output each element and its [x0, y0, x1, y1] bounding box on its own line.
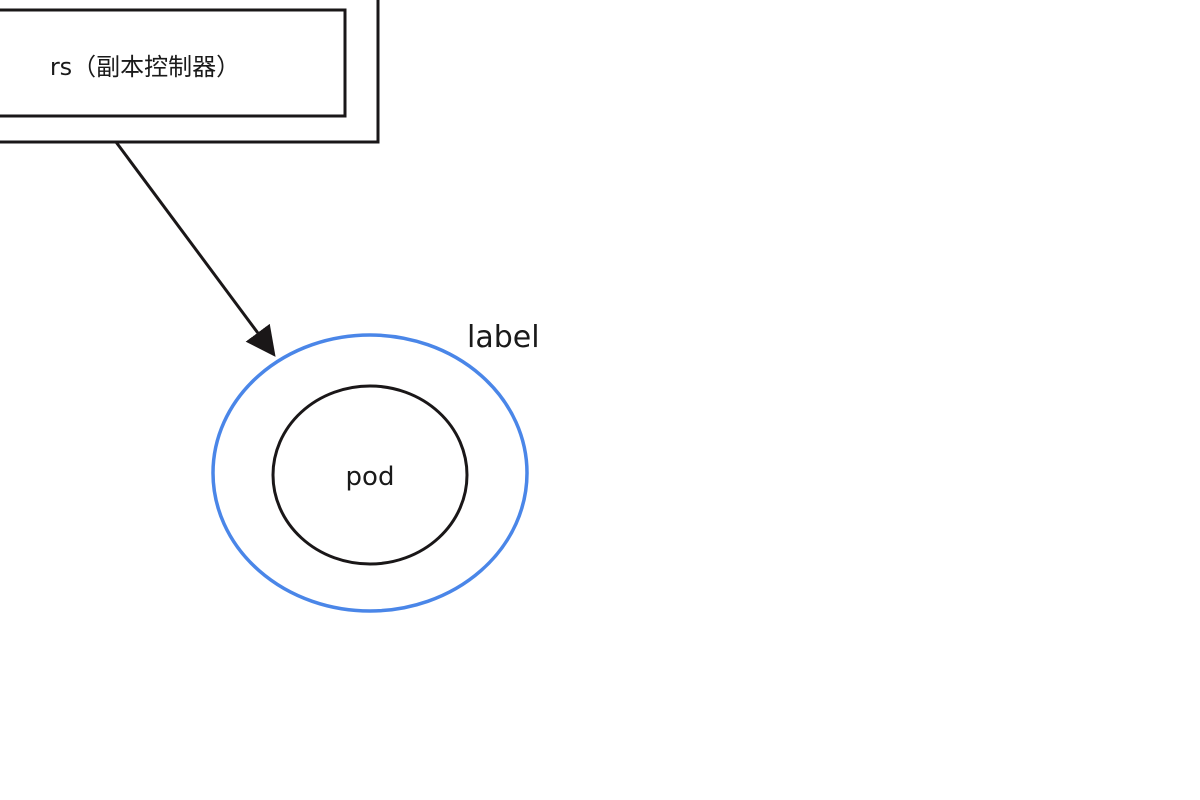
- pod-label: pod: [346, 462, 395, 492]
- controller-label: rs（副本控制器）: [50, 53, 240, 81]
- controller-to-pod-arrow: [114, 141, 276, 357]
- controller-outer-box: [0, 0, 380, 144]
- pod-circle: [271, 384, 469, 566]
- label-ring-label: label: [467, 320, 540, 355]
- controller-inner-box: [0, 8, 347, 118]
- label-ring: [211, 333, 529, 613]
